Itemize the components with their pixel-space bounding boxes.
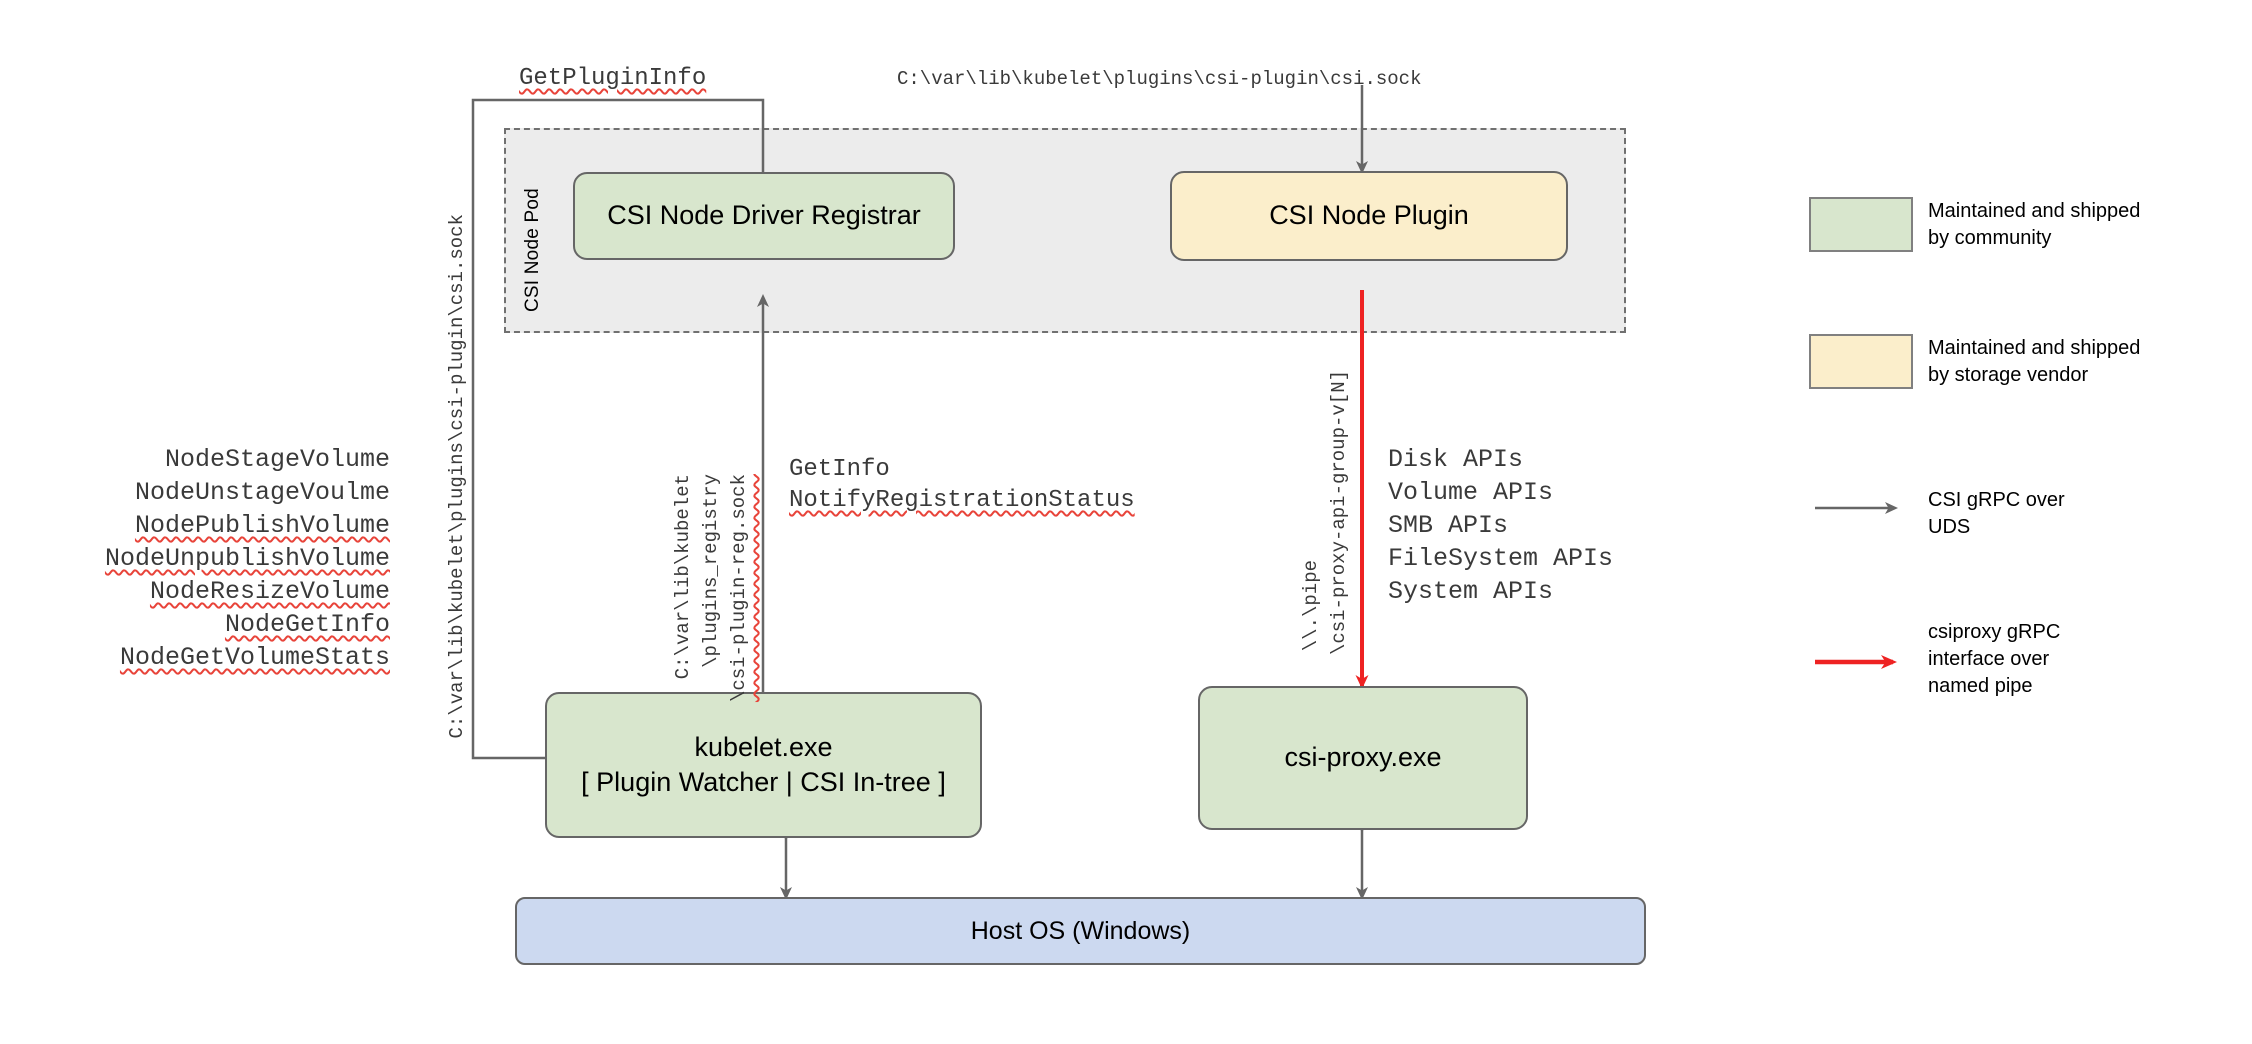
api-item: NodeUnpublishVolume: [104, 544, 390, 573]
proxy-api-item: FileSystem APIs: [1388, 544, 1614, 573]
legend-swatch-storage-vendor: [1809, 334, 1913, 389]
label-named-pipe-line1: \\.\pipe: [1300, 560, 1322, 652]
proxy-api-item: SMB APIs: [1388, 511, 1509, 540]
node-csi-node-driver-registrar[interactable]: CSI Node Driver Registrar: [573, 172, 955, 260]
kubelet-subtitle: [ Plugin Watcher | CSI In-tree ]: [581, 767, 946, 797]
node-csi-proxy-exe[interactable]: csi-proxy.exe: [1198, 686, 1528, 830]
api-item: NodeUnstageVoulme: [134, 478, 390, 507]
proxy-api-item: Disk APIs: [1388, 445, 1524, 474]
legend-label-csiproxy-grpc: csiproxy gRPC interface over named pipe: [1928, 621, 2061, 697]
legend-label-storage-vendor: Maintained and shipped by storage vendor: [1928, 337, 2141, 386]
csi-node-pod-label: CSI Node Pod: [522, 188, 543, 312]
proxy-api-item: Volume APIs: [1388, 478, 1554, 507]
api-item: NodeStageVolume: [164, 445, 390, 474]
label-named-pipe-line2: \csi-proxy-api-group-v[N]: [1328, 370, 1350, 656]
label-csi-sock-path-left: C:\var\lib\kubelet\plugins\csi-plugin\cs…: [446, 214, 468, 739]
csi-node-api-list: NodeStageVolume NodeUnstageVoulme NodePu…: [60, 443, 390, 674]
legend-label-community: Maintained and shipped by community: [1928, 200, 2141, 249]
api-item: NodeGetVolumeStats: [119, 643, 390, 672]
label-getinfo: GetInfo: [789, 456, 890, 483]
node-host-os[interactable]: Host OS (Windows): [515, 897, 1646, 965]
node-kubelet-exe[interactable]: kubelet.exe [ Plugin Watcher | CSI In-tr…: [545, 692, 982, 838]
label-getplugininfo: GetPluginInfo: [519, 65, 707, 92]
label-csi-sock-path-top: C:\var\lib\kubelet\plugins\csi-plugin\cs…: [897, 68, 1422, 90]
label-registry-path-line2: \plugins_registry: [700, 474, 722, 668]
legend-label-csi-grpc-uds: CSI gRPC over UDS: [1928, 489, 2065, 538]
label-registry-path-line1: C:\var\lib\kubelet: [672, 474, 694, 680]
proxy-api-item: System APIs: [1388, 577, 1554, 606]
node-csi-node-plugin[interactable]: CSI Node Plugin: [1170, 171, 1568, 261]
kubelet-title: kubelet.exe: [694, 731, 833, 762]
legend-swatch-community: [1809, 197, 1913, 252]
api-item: NodeGetInfo: [224, 610, 390, 639]
csi-proxy-api-list: Disk APIs Volume APIs SMB APIs FileSyste…: [1388, 443, 1728, 608]
api-item: NodeResizeVolume: [149, 577, 390, 606]
api-item: NodePublishVolume: [134, 511, 390, 540]
label-notifyregistrationstatus: NotifyRegistrationStatus: [789, 487, 1135, 514]
label-registry-path-line3: \csi-plugin-reg.sock: [728, 474, 750, 703]
